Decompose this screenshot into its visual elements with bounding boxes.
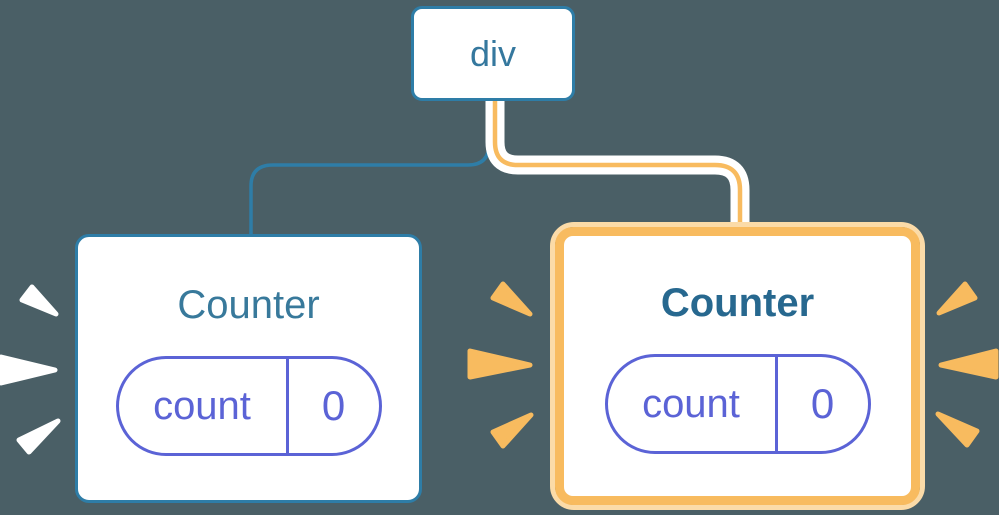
- burst-wedge: [467, 348, 533, 380]
- burst-wedge: [0, 354, 58, 386]
- counter-title: Counter: [177, 283, 320, 327]
- state-value: 0: [321, 382, 346, 429]
- counter-node-left: Counter count 0: [75, 234, 422, 503]
- counter-node-right-highlight-ring: Counter count 0: [550, 222, 925, 510]
- counter-node-right: Counter count 0: [555, 227, 920, 505]
- connector-blue-edge: [249, 97, 491, 237]
- state-key: count: [119, 359, 289, 453]
- burst-marks-right-counter-left: [467, 281, 534, 449]
- burst-wedge: [490, 281, 533, 317]
- burst-wedge: [936, 281, 978, 316]
- burst-marks-left-counter: [0, 284, 61, 455]
- connector-orange-edge: [492, 99, 743, 230]
- state-key: count: [608, 357, 778, 451]
- burst-marks-right-counter-right: [935, 281, 999, 448]
- burst-wedge: [938, 348, 999, 380]
- state-pill: count 0: [115, 356, 382, 456]
- burst-wedge: [490, 412, 534, 449]
- burst-wedge: [935, 411, 980, 448]
- div-node-label: div: [469, 32, 517, 74]
- state-value: 0: [810, 380, 835, 427]
- burst-wedge: [19, 284, 59, 317]
- counter-title: Counter: [660, 281, 815, 325]
- state-pill: count 0: [604, 354, 871, 454]
- div-node: div: [411, 6, 575, 101]
- burst-wedge: [16, 418, 61, 455]
